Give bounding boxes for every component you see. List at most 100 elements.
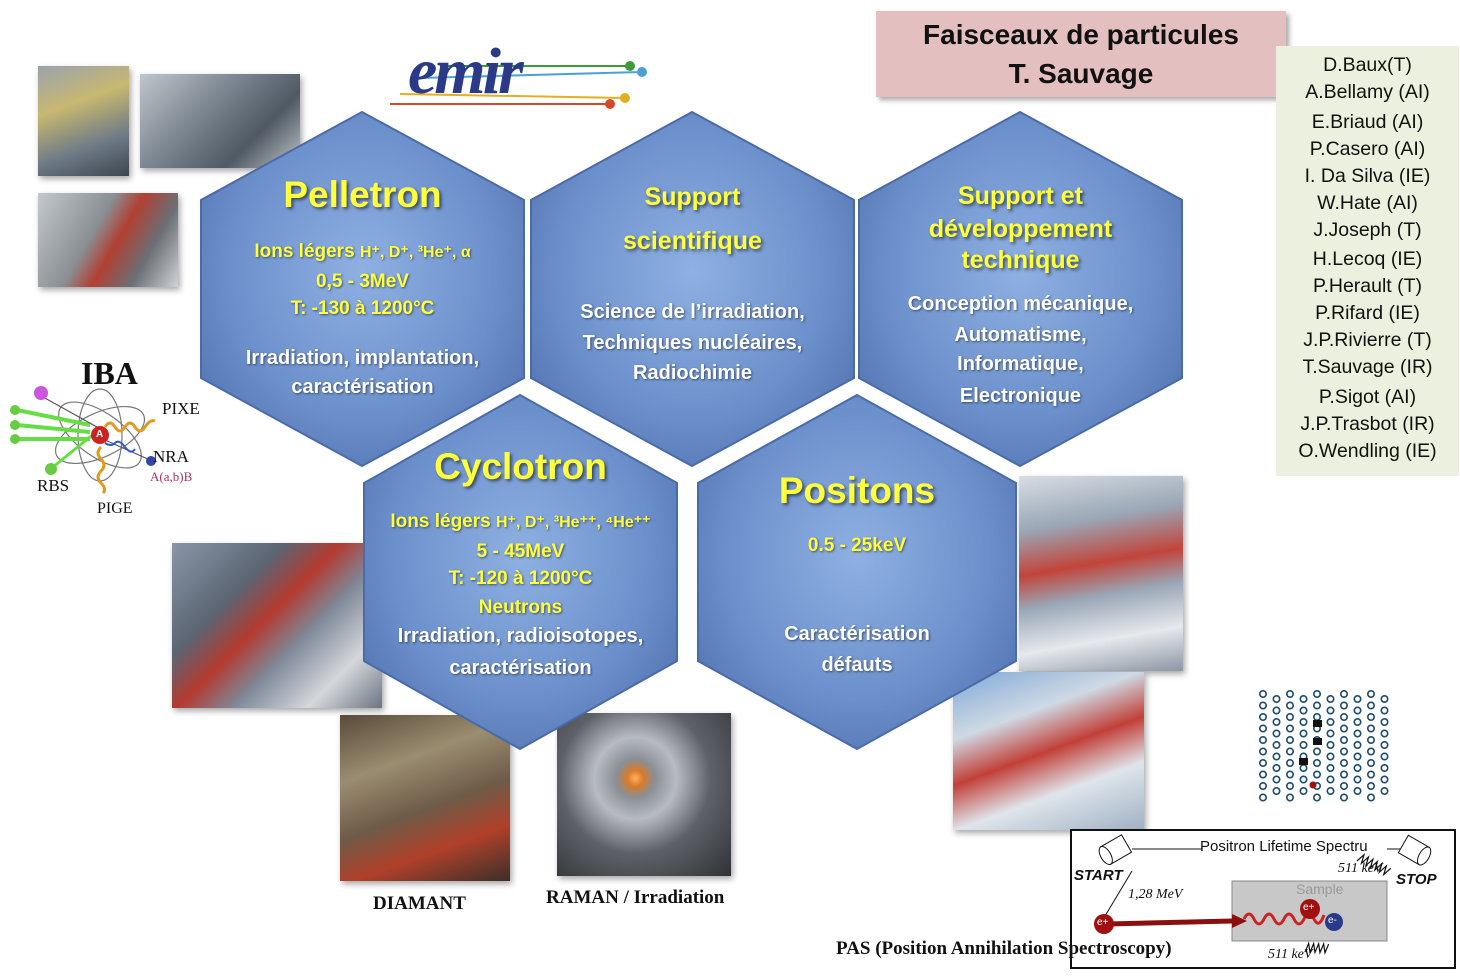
cyclotron-ions-formula: H⁺, D⁺, ³He⁺⁺, ⁴He⁺⁺ bbox=[496, 514, 651, 531]
lattice-atom bbox=[1367, 724, 1376, 733]
pas-diagram: Positron Lifetime Spectru START STOP 1,2… bbox=[1070, 829, 1456, 969]
caption-diamant: DIAMANT bbox=[373, 893, 466, 914]
pas-sample-label: Sample bbox=[1296, 881, 1344, 897]
lattice-atom bbox=[1353, 717, 1362, 726]
caption-raman: RAMAN / Irradiation bbox=[546, 887, 725, 908]
support-sci-line2: Techniques nucléaires, bbox=[582, 332, 803, 354]
lattice-atom bbox=[1326, 706, 1335, 715]
cyclotron-neutrons: Neutrons bbox=[478, 597, 563, 618]
lattice-atom bbox=[1326, 740, 1335, 749]
diamant-photo bbox=[340, 715, 510, 881]
iba-rbs-label: RBS bbox=[37, 476, 70, 495]
iba-pixe-label: PIXE bbox=[162, 399, 200, 418]
pas-eminus: e- bbox=[1328, 915, 1337, 926]
support-sci-line1: Science de l’irradiation, bbox=[580, 301, 805, 323]
staff-item: P.Casero (AI) bbox=[1309, 138, 1426, 160]
lattice-atom bbox=[1326, 764, 1335, 773]
lattice-atom bbox=[1259, 701, 1268, 710]
lattice-atom bbox=[1259, 793, 1268, 802]
lattice-atom bbox=[1380, 775, 1389, 784]
pelletron-photo-3 bbox=[38, 193, 178, 287]
positons-photo-2 bbox=[953, 672, 1144, 830]
lattice-atom bbox=[1312, 712, 1321, 721]
lattice-atom bbox=[1259, 759, 1268, 768]
staff-item: J.P.Trasbot (IR) bbox=[1300, 413, 1435, 435]
lattice-atom bbox=[1272, 787, 1281, 796]
iba-atom-label: A bbox=[96, 429, 104, 440]
lattice-atom bbox=[1259, 735, 1268, 744]
lattice-atom bbox=[1312, 759, 1321, 768]
iba-nra-reaction: A(a,b)B bbox=[150, 469, 193, 484]
positons-title: Positons bbox=[778, 470, 936, 511]
hex-positons-shape bbox=[697, 393, 1017, 751]
lattice-atom bbox=[1340, 747, 1349, 756]
positons-energy: 0.5 - 25keV bbox=[807, 535, 907, 556]
hex-support-scientifique: Support scientifique Science de l’irradi… bbox=[525, 110, 860, 468]
lattice-atom bbox=[1367, 689, 1376, 699]
pas-energy-stop: 511 keV bbox=[1338, 861, 1383, 876]
lattice-atom bbox=[1340, 782, 1349, 791]
positons-photo-1 bbox=[1019, 476, 1183, 671]
lattice-atom bbox=[1380, 695, 1389, 704]
lattice-atom bbox=[1380, 740, 1389, 749]
pas-start: START bbox=[1074, 867, 1123, 884]
title-line2: T. Sauvage bbox=[1008, 58, 1154, 89]
staff-item: D.Baux(T) bbox=[1323, 54, 1412, 76]
staff-item: W.Hate (AI) bbox=[1317, 192, 1418, 214]
pas-energy-start: 1,28 MeV bbox=[1128, 887, 1183, 902]
lattice-atom bbox=[1299, 717, 1308, 726]
pelletron-energy: 0,5 - 3MeV bbox=[316, 271, 409, 292]
staff-item: E.Briaud (AI) bbox=[1311, 111, 1424, 133]
staff-item: A.Bellamy (AI) bbox=[1305, 81, 1430, 103]
title-line1: Faisceaux de particules bbox=[923, 19, 1239, 50]
lattice-atom bbox=[1312, 747, 1321, 756]
iba-title: IBA bbox=[81, 355, 138, 391]
lattice-atom bbox=[1312, 689, 1321, 699]
pelletron-title: Pelletron bbox=[283, 174, 442, 215]
lattice-atom bbox=[1340, 689, 1349, 699]
emir-logo: emir bbox=[380, 35, 650, 113]
support-tech-title2: développement bbox=[928, 215, 1113, 243]
lattice-atom bbox=[1312, 770, 1321, 779]
lattice-svg bbox=[1259, 689, 1389, 802]
lattice-atom bbox=[1299, 775, 1308, 784]
lattice-atom bbox=[1285, 701, 1294, 710]
staff-item: I. Da Silva (IE) bbox=[1304, 165, 1431, 187]
cyclotron-ions-prefix: Ions légers bbox=[390, 511, 496, 532]
support-tech-line2: Automatisme, bbox=[954, 324, 1087, 346]
lattice-atom bbox=[1272, 752, 1281, 761]
emir-logo-lines bbox=[390, 61, 647, 109]
lattice-atom bbox=[1353, 740, 1362, 749]
lattice-atom bbox=[1312, 793, 1321, 802]
lattice-atom bbox=[1299, 729, 1308, 738]
raman-photo bbox=[557, 713, 731, 876]
pelletron-use2: caractérisation bbox=[291, 376, 434, 398]
lattice-diagram bbox=[1255, 688, 1395, 806]
lattice-atom bbox=[1380, 787, 1389, 796]
lattice-atom bbox=[1299, 764, 1308, 773]
cyclotron-title: Cyclotron bbox=[434, 446, 607, 487]
lattice-atom bbox=[1380, 752, 1389, 761]
lattice-atom bbox=[1326, 729, 1335, 738]
lattice-atom bbox=[1285, 793, 1294, 802]
support-sci-title1: Support bbox=[644, 183, 741, 211]
hex-pelletron: Pelletron Ions légers H⁺, D⁺, ³He⁺, α 0,… bbox=[195, 110, 530, 468]
positons-use2: défauts bbox=[821, 654, 893, 676]
lattice-atom bbox=[1285, 759, 1294, 768]
lattice-atom bbox=[1340, 793, 1349, 802]
hex-cyclotron: Cyclotron Ions légers H⁺, D⁺, ³He⁺⁺, ⁴He… bbox=[358, 393, 683, 751]
hex-support-scientifique-shape bbox=[530, 110, 855, 468]
lattice-atom bbox=[1259, 724, 1268, 733]
pas-diagram-svg bbox=[1094, 834, 1432, 955]
lattice-atom bbox=[1272, 740, 1281, 749]
support-sci-title2: scientifique bbox=[623, 227, 762, 255]
iba-pige-label: PIGE bbox=[97, 500, 133, 517]
lattice-atom bbox=[1285, 747, 1294, 756]
support-tech-title1: Support et bbox=[958, 182, 1083, 210]
lattice-atom bbox=[1272, 717, 1281, 726]
lattice-atom bbox=[1259, 747, 1268, 756]
lattice-atom bbox=[1299, 706, 1308, 715]
cyclotron-temp: T: -120 à 1200°C bbox=[448, 568, 593, 589]
hex-support-technique: Support et développement technique Conce… bbox=[853, 110, 1188, 468]
lattice-atom bbox=[1353, 775, 1362, 784]
